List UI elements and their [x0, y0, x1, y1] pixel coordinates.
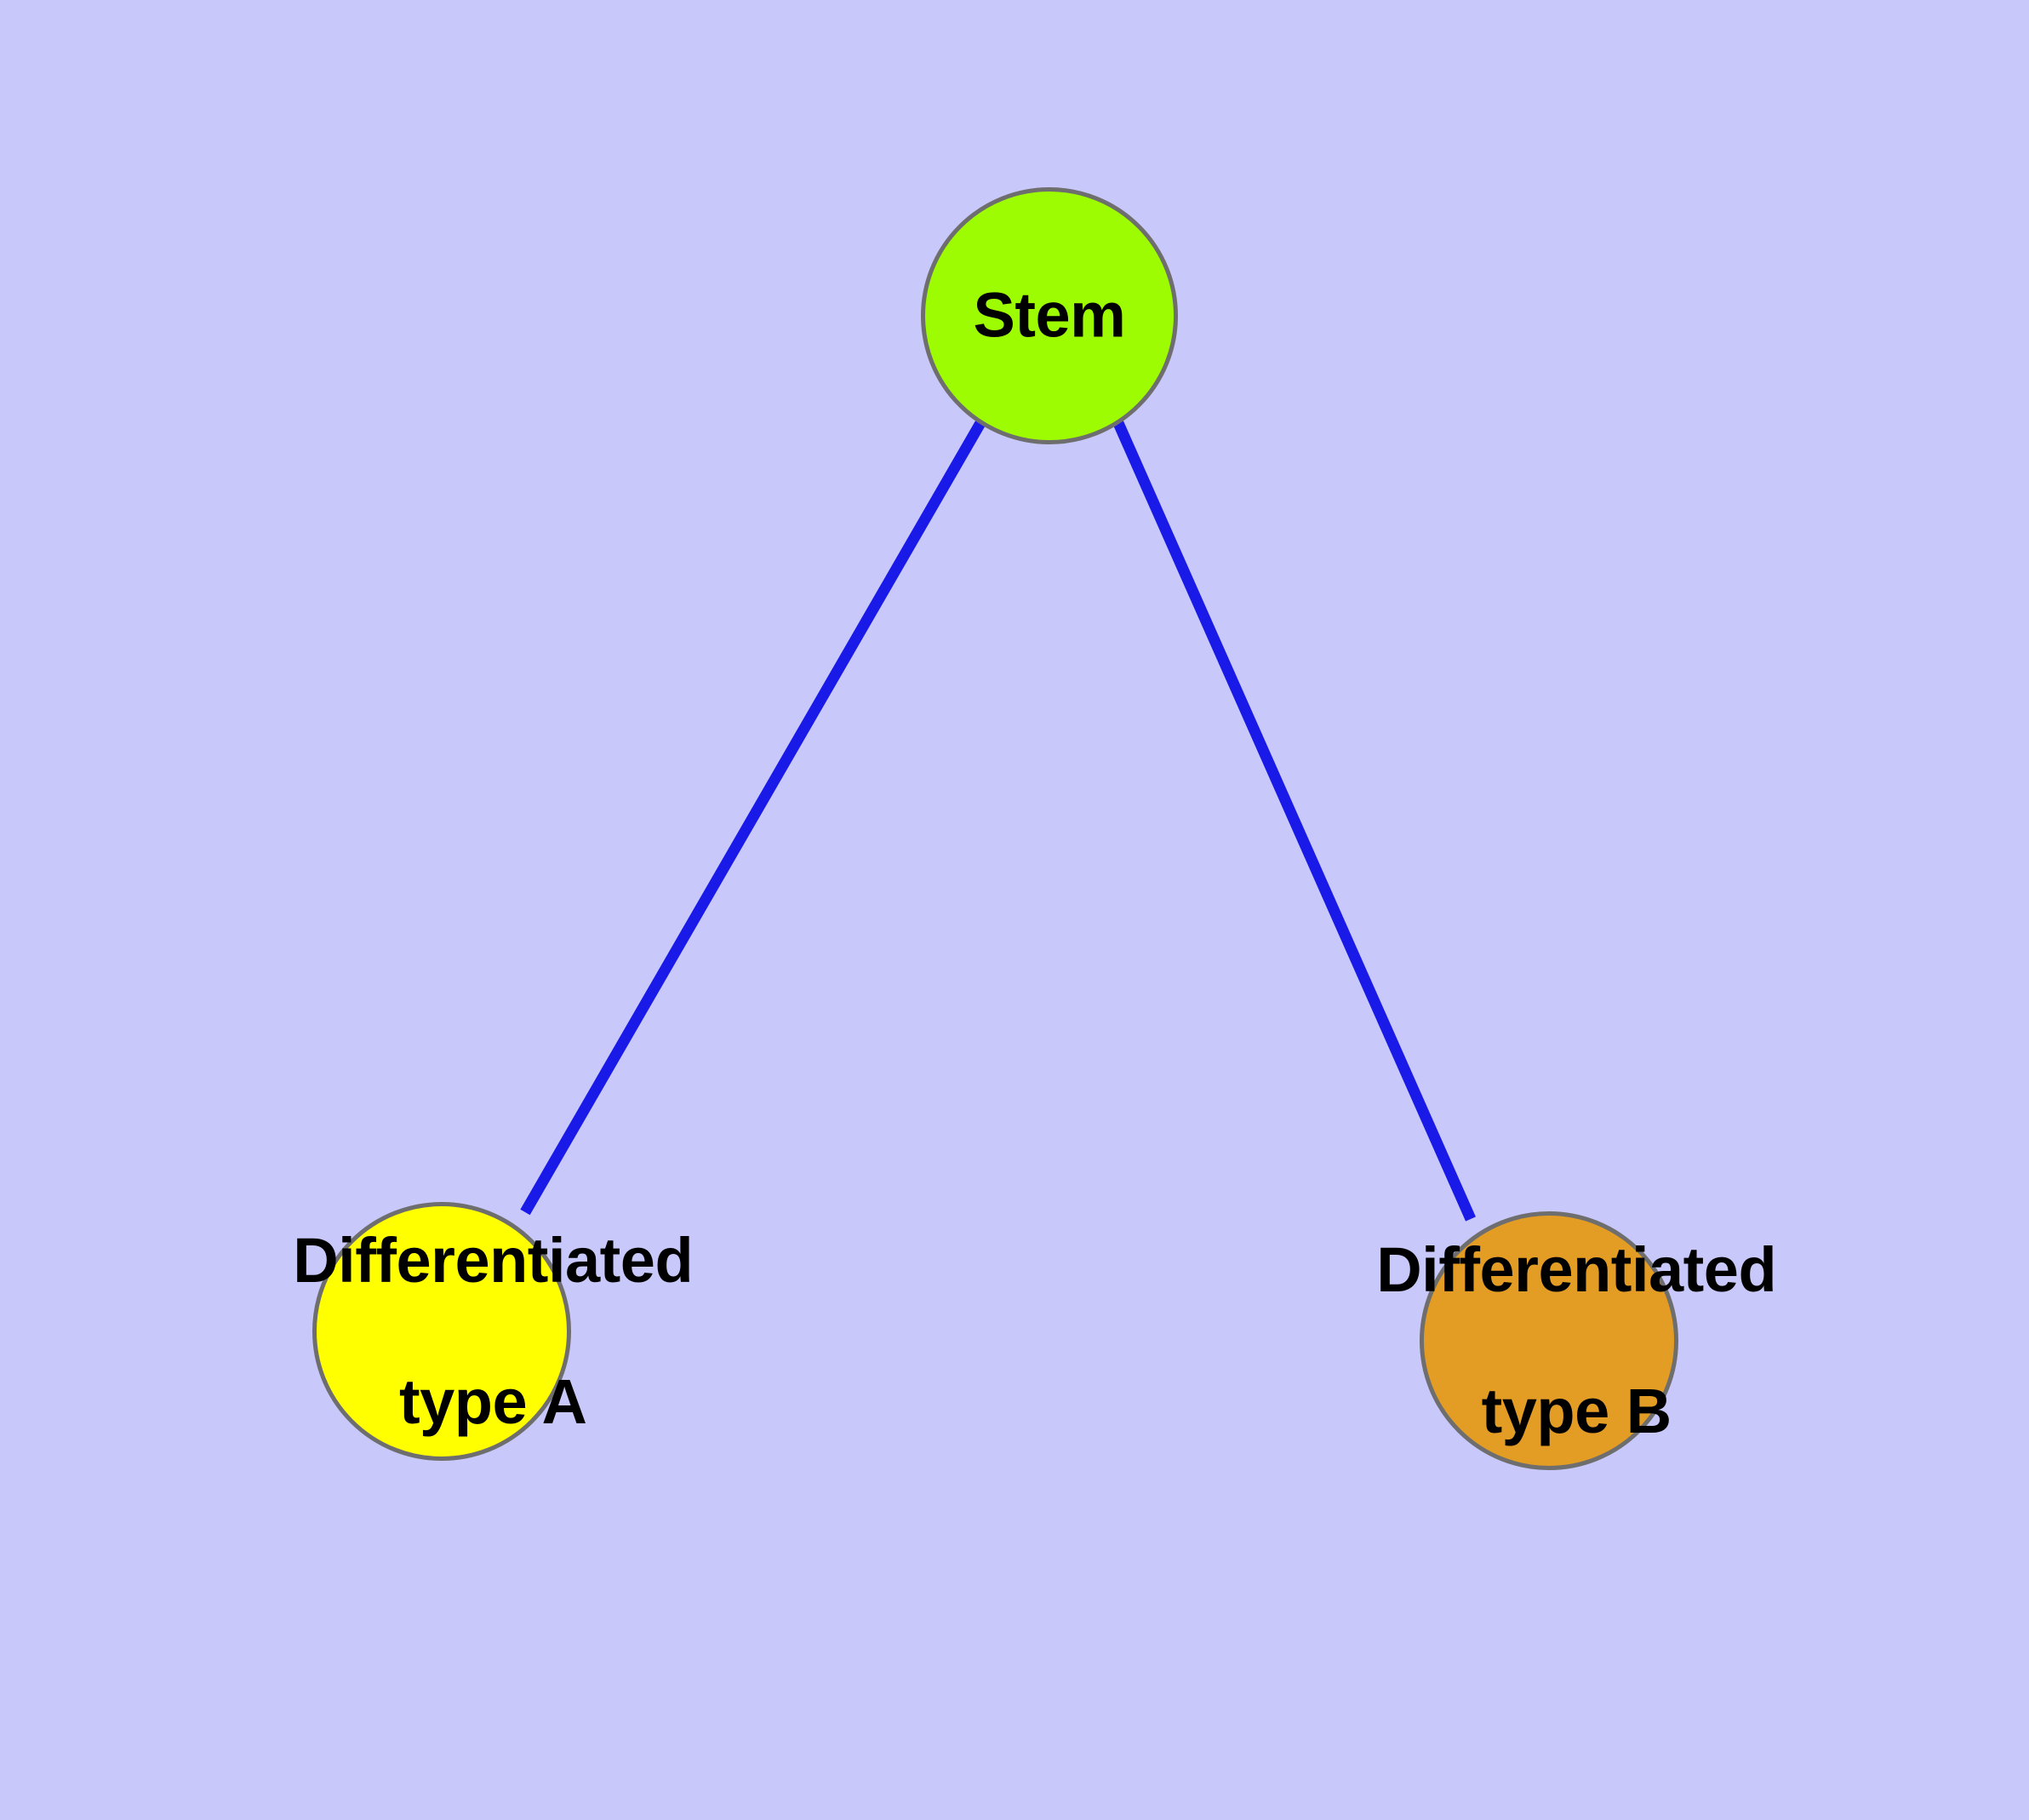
node-differentiated-type-a-circle[interactable]	[312, 1202, 571, 1461]
edge-stem-to-differentiated-type-a	[520, 420, 986, 1216]
edge-stem-to-differentiated-type-b	[1113, 421, 1476, 1222]
node-stem-circle[interactable]	[921, 187, 1178, 444]
node-differentiated-type-b-circle[interactable]	[1420, 1211, 1678, 1470]
